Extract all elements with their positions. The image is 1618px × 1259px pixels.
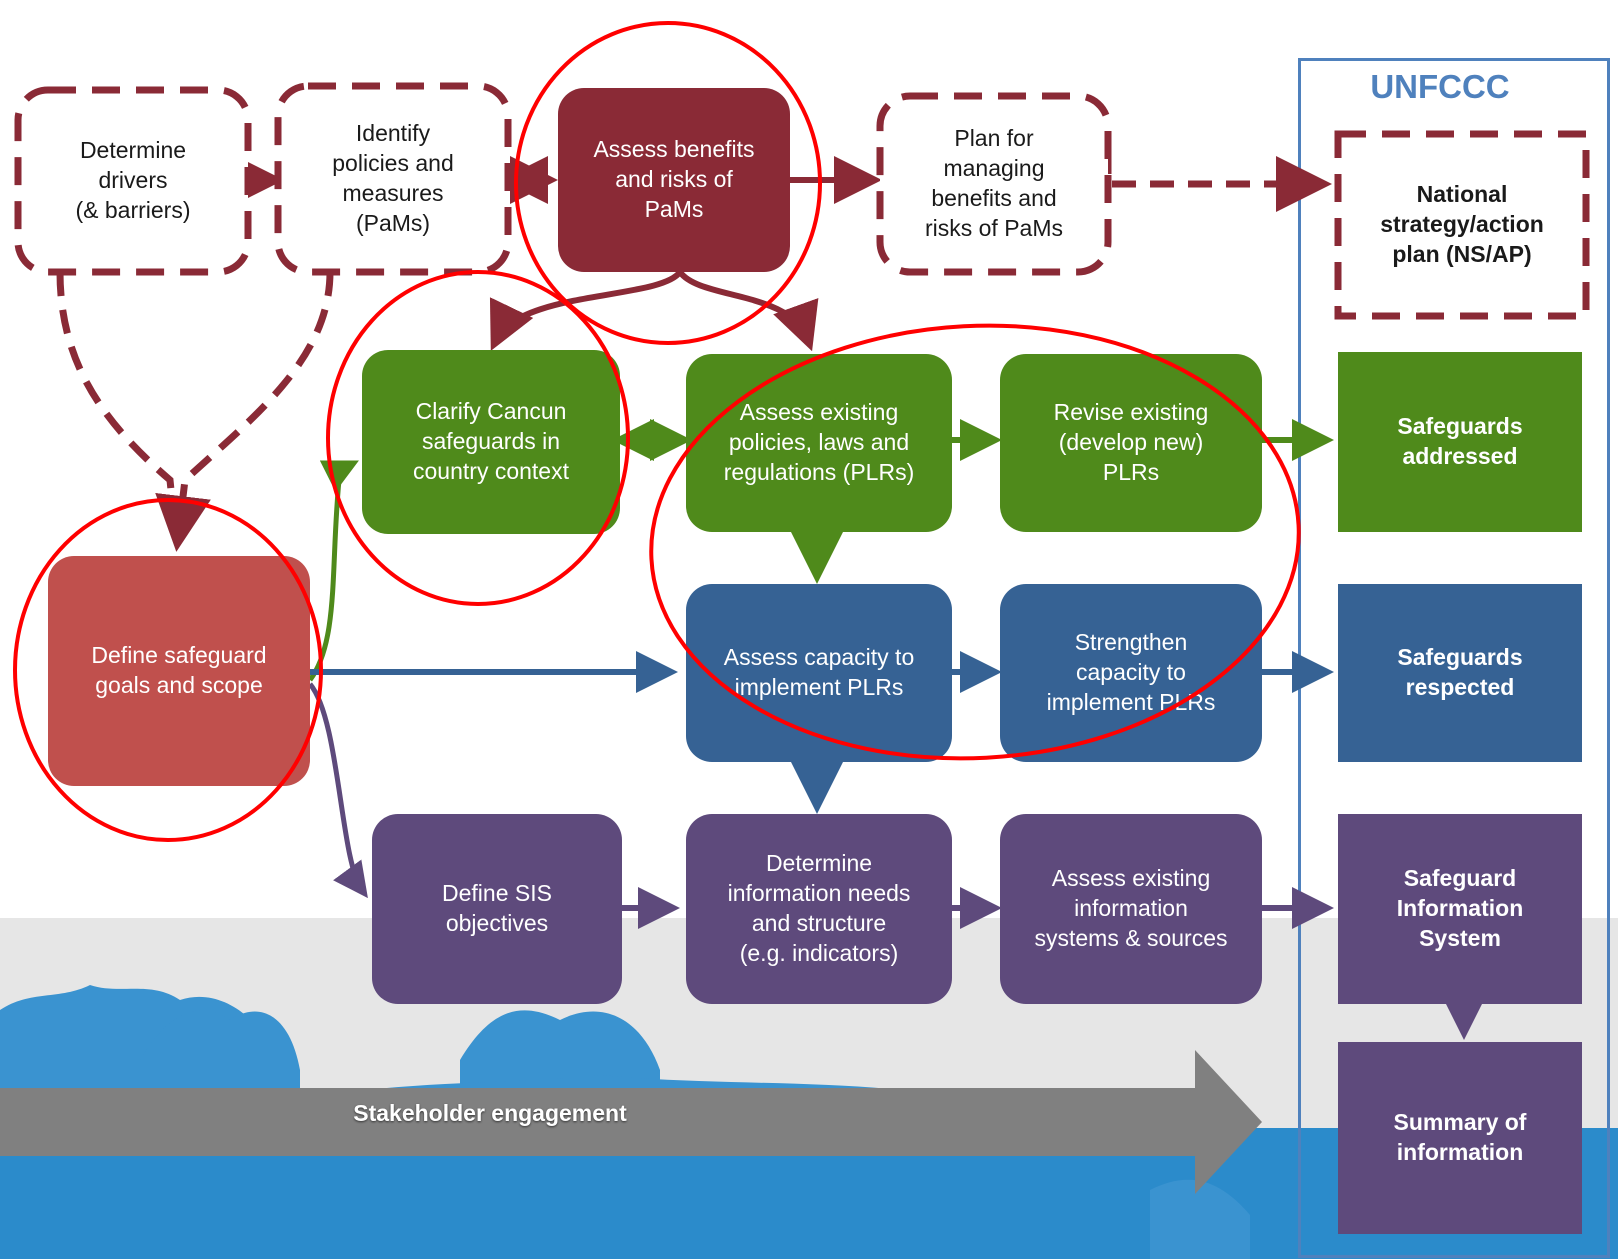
plan-managing-label: Plan for managing benefits and risks of … bbox=[924, 125, 1064, 241]
arrow-sis-to-summary bbox=[1444, 1000, 1484, 1040]
arrow-assess-to-clarify bbox=[490, 269, 683, 351]
strengthen-capacity-box: Strengthen capacity to implement PLRs bbox=[1000, 584, 1262, 762]
stakeholder-engagement-label: Stakeholder engagement bbox=[353, 1100, 627, 1126]
revise-plrs-label: Revise existing (develop new) PLRs bbox=[1053, 399, 1209, 485]
determine-info-box: Determine information needs and structur… bbox=[686, 814, 952, 1004]
plan-managing-box: Plan for managing benefits and risks of … bbox=[880, 96, 1108, 272]
dashed-pams-to-define bbox=[155, 271, 334, 552]
stakeholder-engagement-arrow bbox=[0, 1050, 1262, 1194]
determine-drivers-box: Determine drivers (& barriers) bbox=[18, 90, 248, 272]
safeguards-addressed-label: Safeguards addressed bbox=[1397, 413, 1523, 469]
plan-managing-border bbox=[876, 92, 1112, 276]
safeguard-information-system-box: Safeguard Information System bbox=[1338, 814, 1582, 1004]
define-goals-label: Define safeguard goals and scope bbox=[91, 642, 267, 698]
identify-pams-label: Identify policies and measures (PaMs) bbox=[332, 120, 454, 236]
identify-pams-box: Identify policies and measures (PaMs) bbox=[278, 86, 508, 272]
highlight-circle-assess-benefits bbox=[514, 21, 822, 345]
highlight-circle-plrs-capacity bbox=[649, 323, 1301, 761]
summary-of-information-box: Summary of information bbox=[1338, 1042, 1582, 1234]
assess-capacity-label: Assess capacity to implement PLRs bbox=[723, 644, 915, 700]
assess-benefits-box: Assess benefits and risks of PaMs bbox=[558, 88, 790, 272]
strengthen-capacity-label: Strengthen capacity to implement PLRs bbox=[1046, 629, 1216, 715]
assess-plrs-box: Assess existing policies, laws and regul… bbox=[686, 354, 952, 532]
national-strategy-label: National strategy/action plan (NS/AP) bbox=[1380, 181, 1544, 267]
clarify-cancun-box: Clarify Cancun safeguards in country con… bbox=[362, 350, 620, 534]
dashed-drivers-to-define bbox=[56, 271, 179, 531]
revise-plrs-box: Revise existing (develop new) PLRs bbox=[1000, 354, 1262, 532]
identify-pams-border bbox=[274, 82, 512, 276]
unfccc-title: UNFCCC bbox=[1370, 68, 1510, 105]
arrow-assess-to-plrs bbox=[677, 269, 819, 352]
assess-plrs-label: Assess existing policies, laws and regul… bbox=[723, 399, 915, 485]
assess-info-systems-box: Assess existing information systems & so… bbox=[1000, 814, 1262, 1004]
define-goals-box: Define safeguard goals and scope bbox=[48, 556, 310, 786]
national-strategy-border bbox=[1334, 130, 1590, 320]
determine-info-label: Determine information needs and structur… bbox=[727, 850, 911, 966]
safeguards-respected-label: Safeguards respected bbox=[1397, 644, 1523, 700]
safeguard-information-system-label: Safeguard Information System bbox=[1396, 865, 1524, 951]
arrow-plan-to-nsap bbox=[1104, 150, 1332, 212]
determine-drivers-label: Determine drivers (& barriers) bbox=[75, 137, 191, 223]
assess-benefits-label: Assess benefits and risks of PaMs bbox=[593, 136, 755, 222]
summary-of-information-label: Summary of information bbox=[1393, 1109, 1527, 1165]
clarify-cancun-label: Clarify Cancun safeguards in country con… bbox=[413, 398, 569, 484]
highlight-circle-define-goals bbox=[13, 498, 323, 842]
national-strategy-box: National strategy/action plan (NS/AP) bbox=[1338, 134, 1586, 316]
define-sis-box: Define SIS objectives bbox=[372, 814, 622, 1004]
safeguards-addressed-box: Safeguards addressed bbox=[1338, 352, 1582, 532]
assess-info-systems-label: Assess existing information systems & so… bbox=[1034, 865, 1228, 951]
define-sis-label: Define SIS objectives bbox=[442, 880, 552, 936]
determine-drivers-border bbox=[14, 86, 252, 276]
safeguards-respected-box: Safeguards respected bbox=[1338, 584, 1582, 762]
assess-capacity-box: Assess capacity to implement PLRs bbox=[686, 584, 952, 762]
highlight-circle-clarify-cancun bbox=[326, 270, 630, 606]
